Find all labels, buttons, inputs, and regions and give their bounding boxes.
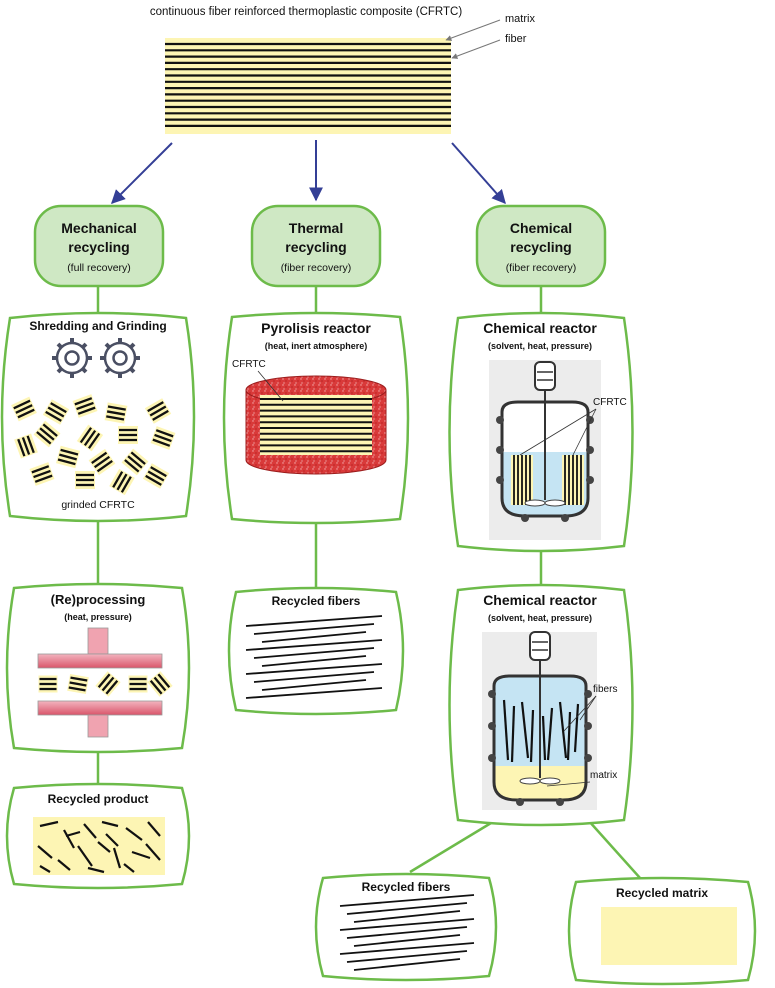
fiber-label: fiber <box>505 33 527 45</box>
product-short-fibers <box>37 820 161 874</box>
recycled-matrix-step: Recycled matrix <box>567 876 757 986</box>
matrix-label: matrix <box>505 13 535 25</box>
svg-text:CFRTC: CFRTC <box>232 359 266 370</box>
reactor-vessel-2 <box>488 631 592 806</box>
recycled-product-step: Recycled product <box>5 782 191 890</box>
reactor-vessel-1 <box>496 361 594 522</box>
svg-text:recycling: recycling <box>285 239 346 255</box>
svg-text:Recycled matrix: Recycled matrix <box>616 886 708 900</box>
grinded-cfrtc-chips <box>11 394 176 496</box>
svg-text:recycling: recycling <box>510 239 571 255</box>
recycled-fibers-bundle <box>245 615 383 699</box>
cfrtc-composite-block <box>165 38 451 134</box>
gear-icon <box>52 338 92 378</box>
gear-icon <box>100 338 140 378</box>
svg-text:Thermal: Thermal <box>289 220 343 236</box>
svg-text:Chemical reactor: Chemical reactor <box>483 592 597 608</box>
category-mechanical: Mechanical recycling (full recovery) <box>33 204 165 288</box>
svg-text:fibers: fibers <box>593 684 617 695</box>
svg-text:grinded CFRTC: grinded CFRTC <box>61 499 135 511</box>
svg-text:(full recovery): (full recovery) <box>67 262 131 274</box>
pyrolisis-drum <box>245 375 387 475</box>
svg-text:matrix: matrix <box>590 770 617 781</box>
svg-text:Mechanical: Mechanical <box>61 220 136 236</box>
svg-text:CFRTC: CFRTC <box>593 397 627 408</box>
reprocessing-step: (Re)processing (heat, pressure) <box>5 582 191 754</box>
composite-fibers <box>165 42 451 128</box>
pressed-cfrtc-chips <box>38 671 173 697</box>
svg-text:Recycled fibers: Recycled fibers <box>272 594 361 608</box>
svg-text:(solvent, heat, pressure): (solvent, heat, pressure) <box>488 613 592 623</box>
pyrolisis-reactor-step: Pyrolisis reactor (heat, inert atmospher… <box>222 311 410 525</box>
svg-text:(heat, inert atmosphere): (heat, inert atmosphere) <box>265 341 368 351</box>
svg-text:Chemical: Chemical <box>510 220 572 236</box>
shredding-and-grinding-step: Shredding and Grinding grinded CFRTC <box>0 311 196 523</box>
svg-text:Shredding and Grinding: Shredding and Grinding <box>29 319 166 333</box>
svg-text:(solvent, heat, pressure): (solvent, heat, pressure) <box>488 341 592 351</box>
arrow-to-mechanical <box>111 142 173 204</box>
svg-text:Recycled product: Recycled product <box>48 792 149 806</box>
thermal-recycled-fibers-step: Recycled fibers <box>227 586 405 716</box>
arrow-to-chemical <box>451 142 506 205</box>
svg-text:Recycled fibers: Recycled fibers <box>362 880 451 894</box>
diagram-title: continuous fiber reinforced thermoplasti… <box>150 6 462 18</box>
svg-text:(fiber recovery): (fiber recovery) <box>506 262 577 274</box>
svg-text:Chemical reactor: Chemical reactor <box>483 320 597 336</box>
svg-text:Pyrolisis reactor: Pyrolisis reactor <box>261 320 371 336</box>
press-plate-bottom <box>37 700 163 738</box>
svg-text:recycling: recycling <box>68 239 129 255</box>
recycled-matrix-block <box>601 907 737 965</box>
matrix-pointer <box>445 19 501 41</box>
chemical-recycled-fibers-step: Recycled fibers <box>314 872 498 982</box>
svg-text:(fiber recovery): (fiber recovery) <box>281 262 352 274</box>
chemical-reactor-1-step: Chemical reactor (solvent, heat, pressur… <box>448 311 634 553</box>
recycled-fibers-bundle <box>339 894 475 971</box>
svg-text:(heat, pressure): (heat, pressure) <box>64 612 132 622</box>
chemical-reactor-2-step: Chemical reactor (solvent, heat, pressur… <box>448 583 634 827</box>
press-plate-top <box>37 627 163 669</box>
fiber-pointer <box>451 39 501 59</box>
category-chemical: Chemical recycling (fiber recovery) <box>475 204 607 288</box>
connector-lines <box>96 286 641 879</box>
svg-text:(Re)processing: (Re)processing <box>51 592 146 607</box>
category-thermal: Thermal recycling (fiber recovery) <box>250 204 382 288</box>
